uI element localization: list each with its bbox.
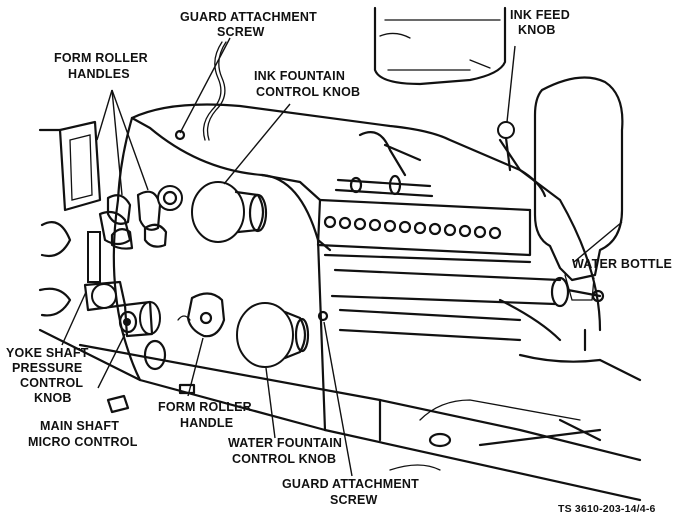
label-form-bottom-line1: FORM ROLLER [158,400,252,414]
label-water-fountain-line1: WATER FOUNTAIN [228,436,342,450]
label-yoke-line2: PRESSURE [12,361,82,375]
fountain-keys [323,215,502,240]
leader-guard-top [179,37,231,134]
label-ink-fountain-line2: CONTROL KNOB [256,85,360,99]
water-fountain-knob [236,302,310,368]
ink-fountain-knob [191,181,268,243]
guard-screw-top [174,129,186,141]
base-plate [38,328,642,502]
label-guard-bottom-line1: GUARD ATTACHMENT [282,477,419,491]
right-frame [498,138,602,363]
leader-form-top-b [111,89,123,196]
label-form-bottom-line2: HANDLE [180,416,233,430]
form-roller-handles-upper [106,185,183,250]
callout-labels: GUARD ATTACHMENT SCREW INK FEED KNOB FOR… [6,8,672,515]
label-ink-feed-line2: KNOB [518,23,556,37]
leader-form-top-c [111,89,149,191]
leader-form-bottom [187,337,204,397]
guard-screw-bottom [317,310,329,322]
machine-drawing [38,6,642,502]
label-ink-feed-line1: INK FEED [510,8,570,22]
leader-yoke [61,291,87,346]
left-assembly [38,120,132,317]
lower-left-controls [118,300,167,371]
leader-guard-bottom [323,321,353,477]
leader-ink-feed [506,45,516,123]
label-form-top-line2: HANDLES [68,67,130,81]
leader-main-shaft [97,333,126,389]
label-yoke-line4: KNOB [34,391,72,405]
guard-cable [202,41,223,141]
side-frame [112,103,547,432]
label-main-shaft-line2: MICRO CONTROL [28,435,138,449]
label-form-top-line1: FORM ROLLER [54,51,148,65]
leader-form-top-a [96,89,113,141]
leader-ink-fountain [223,103,291,185]
leader-water-bottle [573,221,623,263]
form-roller-handle-lower [177,292,226,338]
label-guard-bottom-line2: SCREW [330,493,378,507]
label-yoke-line3: CONTROL [20,376,83,390]
label-water-bottle: WATER BOTTLE [572,257,672,271]
label-main-shaft-line1: MAIN SHAFT [40,419,119,433]
ink-feed-knob [497,121,515,172]
label-guard-top-line2: SCREW [217,25,265,39]
label-yoke-line1: YOKE SHAFT [6,346,89,360]
figure-id: TS 3610-203-14/4-6 [558,503,656,515]
label-guard-top-line1: GUARD ATTACHMENT [180,10,317,24]
roller-train [316,131,605,342]
ink-reservoir [373,6,507,86]
label-ink-fountain-line1: INK FOUNTAIN [254,69,345,83]
leader-lines [61,37,623,477]
water-bottle [533,76,624,301]
label-water-fountain-line2: CONTROL KNOB [232,452,336,466]
leader-water-fountain [265,367,276,439]
